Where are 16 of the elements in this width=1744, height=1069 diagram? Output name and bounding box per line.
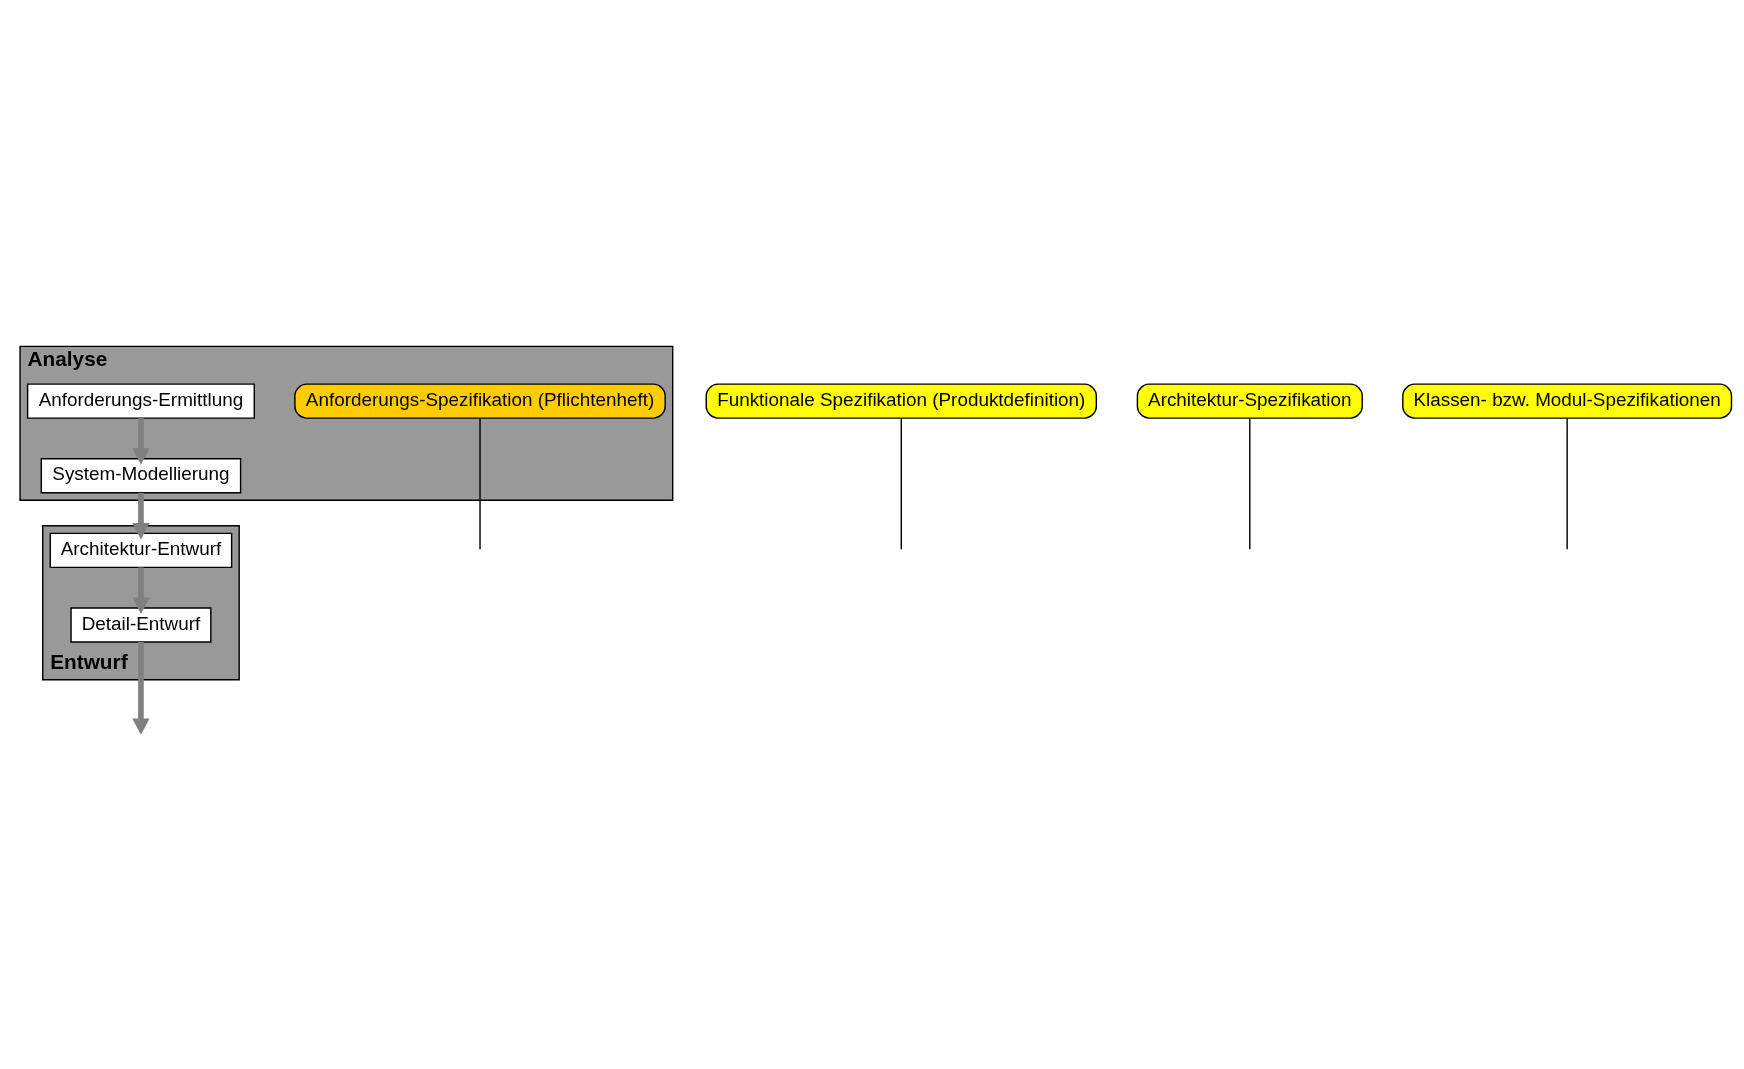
connector <box>900 417 902 551</box>
node-box: Funktionale Spezifikation (Produktdefinition) <box>705 383 1098 419</box>
node-box: Architektur-Entwurf <box>49 532 233 569</box>
node-box: System-Modellierung <box>40 458 242 494</box>
node-box: Architektur-Spezifikation <box>1136 383 1363 419</box>
arrow <box>132 567 150 615</box>
connector <box>1249 417 1251 551</box>
arrow <box>132 418 150 465</box>
connector <box>479 417 481 551</box>
arrow <box>132 492 150 540</box>
node-box: Anforderungs-Spezifikation (Pflichtenheft) <box>294 383 666 419</box>
node-box: Anforderungs-Ermittlung <box>26 383 255 419</box>
node-box: Klassen- bzw. Modul-Spezifikationen <box>1402 383 1733 419</box>
connector <box>1566 417 1568 551</box>
node-box: Detail-Entwurf <box>70 607 212 643</box>
arrow <box>132 642 150 734</box>
